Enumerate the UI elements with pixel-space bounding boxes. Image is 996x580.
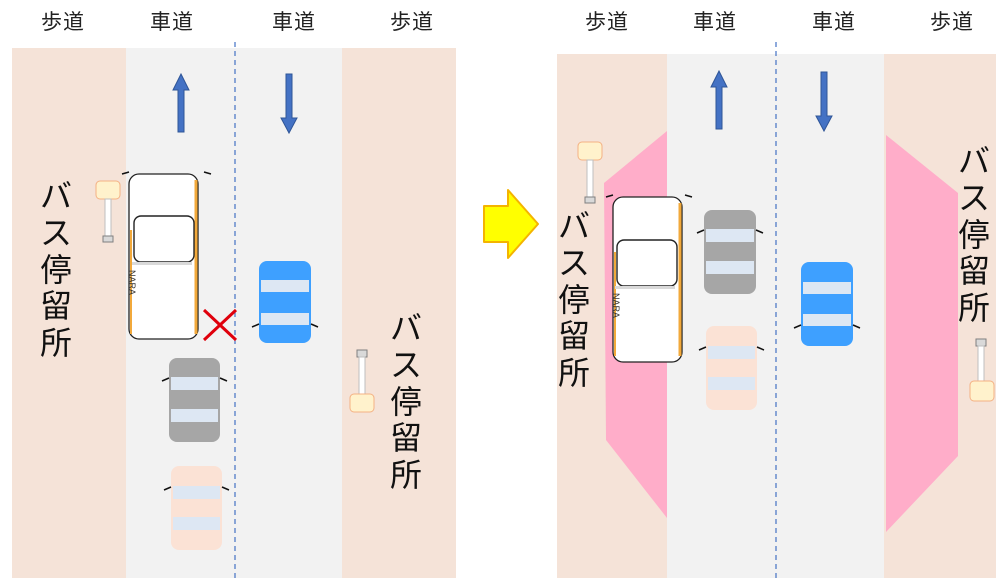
label-char: ス	[40, 213, 73, 252]
left-down-arrow	[280, 73, 298, 135]
right-panel-left-bus-stop-pole	[586, 159, 594, 199]
left-header-roadway-up: 車道	[150, 10, 194, 34]
left-up-arrow	[172, 72, 190, 133]
right-panel-bus-stop-label-right: バ ス 停 留 所	[958, 143, 990, 327]
left-panel-right-bus-stop-sign	[349, 393, 375, 413]
label-char: 所	[390, 456, 423, 495]
left-header-sidewalk-left: 歩道	[41, 10, 85, 34]
right-header-sidewalk-left: 歩道	[585, 10, 629, 34]
left-bus	[121, 171, 212, 340]
left-sidewalk-right	[342, 48, 456, 578]
left-panel-right-bus-stop-base	[356, 349, 368, 358]
label-char: ス	[558, 243, 591, 282]
left-bus-stop-pole	[104, 198, 112, 238]
right-bus-plate: NARA	[611, 293, 621, 318]
label-char: バ	[558, 207, 591, 245]
label-char: 留	[558, 317, 591, 356]
left-pink-car	[163, 466, 230, 550]
label-char: 留	[390, 419, 423, 458]
label-char: バ	[958, 142, 991, 180]
label-char: ス	[390, 345, 423, 384]
right-panel-right-bus-stop-pole	[977, 345, 985, 383]
right-down-arrow	[815, 71, 833, 133]
label-char: 停	[558, 280, 591, 319]
left-bus-stop-base	[102, 235, 114, 243]
left-panel-right-bus-stop-pole	[358, 356, 366, 396]
left-panel-bus-stop-label-left: バ ス 停 留 所	[40, 178, 72, 362]
right-panel-right-bus-stop-sign	[969, 380, 995, 402]
left-bus-stop-sign	[95, 180, 121, 200]
label-char: 所	[40, 324, 73, 363]
label-char: 停	[958, 215, 991, 254]
right-header-roadway-up: 車道	[693, 10, 737, 34]
left-blocked-cross	[202, 308, 238, 342]
left-gray-car	[161, 358, 228, 442]
label-char: 所	[558, 354, 591, 393]
left-sidewalk-left	[12, 48, 126, 578]
right-pink-car	[698, 326, 765, 410]
label-char: 停	[40, 250, 73, 289]
label-char: 留	[40, 287, 73, 326]
left-blue-car	[251, 261, 319, 343]
label-char: 留	[958, 252, 991, 291]
left-bus-plate: NARA	[127, 270, 137, 295]
label-char: ス	[958, 178, 991, 217]
right-panel-right-bus-stop-base	[975, 338, 987, 347]
right-gray-car	[696, 210, 764, 294]
right-panel-bus-stop-label-left: バ ス 停 留 所	[558, 208, 590, 392]
right-header-roadway-down: 車道	[812, 10, 856, 34]
transition-arrow	[483, 189, 539, 259]
label-char: バ	[40, 177, 73, 215]
right-panel-left-bus-stop-base	[584, 196, 596, 204]
left-panel-bus-stop-label-right: バ ス 停 留 所	[390, 310, 422, 494]
left-header-sidewalk-right: 歩道	[390, 10, 434, 34]
right-header-sidewalk-right: 歩道	[930, 10, 974, 34]
left-header-roadway-down: 車道	[272, 10, 316, 34]
right-up-arrow	[710, 69, 728, 130]
right-panel-left-bus-stop-sign	[577, 141, 603, 161]
right-panel: NARA	[557, 42, 996, 578]
label-char: 停	[390, 382, 423, 421]
label-char: 所	[958, 289, 991, 328]
right-bus	[605, 194, 693, 363]
label-char: バ	[390, 309, 423, 347]
right-bus-bay-right	[886, 135, 958, 532]
left-panel: NARA	[12, 42, 456, 578]
right-blue-car	[793, 262, 861, 346]
